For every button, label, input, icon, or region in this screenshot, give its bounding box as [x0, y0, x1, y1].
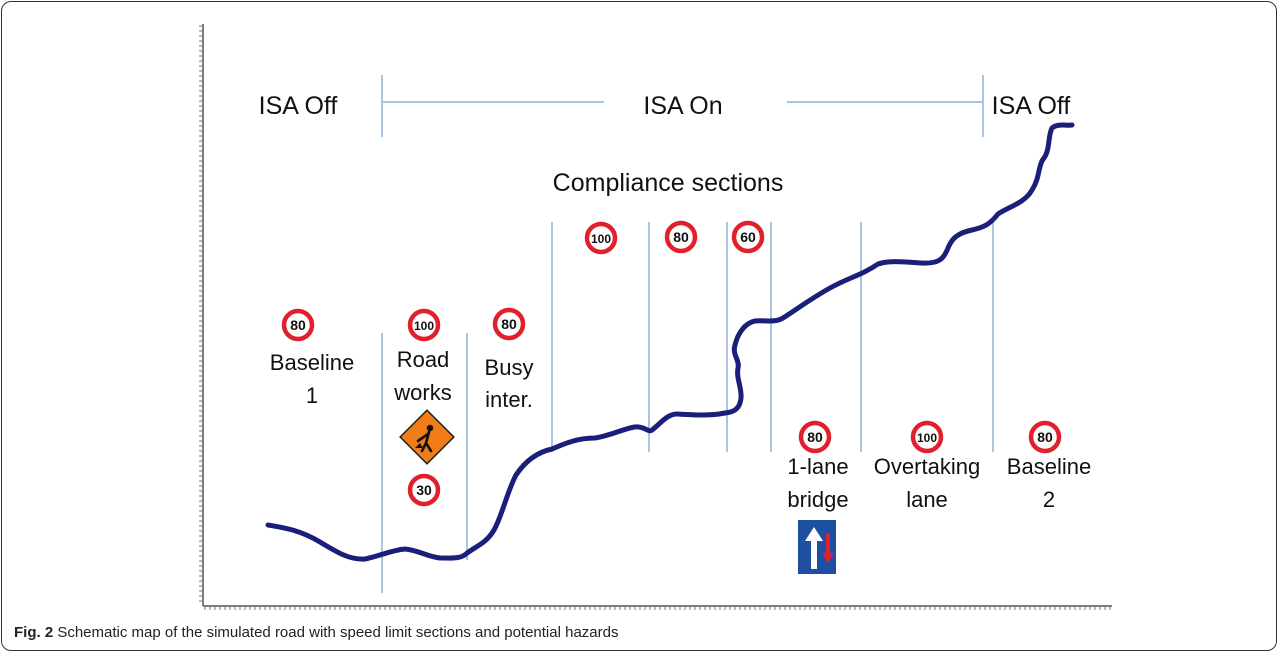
section-label-baseline2-1: Baseline: [1007, 454, 1091, 479]
isa-off-end-label: ISA Off: [992, 92, 1071, 120]
section-label-bridge-2: bridge: [787, 487, 848, 512]
section-label-baseline1-1: Baseline: [270, 350, 354, 375]
speed-limit-sign-c80: 80: [664, 220, 698, 254]
isa-off-start-label: ISA Off: [259, 92, 338, 120]
speed-limit-sign-roadworks-value: 100: [414, 319, 434, 333]
figure-caption: Fig. 2 Schematic map of the simulated ro…: [14, 624, 618, 641]
speed-limit-sign-roadworks: 100: [407, 308, 441, 342]
section-label-roadworks-2: works: [393, 380, 451, 405]
speed-limit-sign-bridge-value: 80: [807, 429, 823, 445]
speed-limit-sign-c100: 100: [584, 221, 618, 255]
speed-limit-sign-roadworks-2: 30: [407, 473, 441, 507]
section-label-baseline1-2: 1: [306, 383, 318, 408]
axes: [199, 24, 1112, 610]
caption-text: Schematic map of the simulated road with…: [53, 624, 619, 641]
speed-limit-sign-overtaking-value: 100: [917, 431, 937, 445]
speed-limit-sign-c60-value: 60: [740, 229, 756, 245]
section-dividers: [381, 222, 994, 593]
speed-limit-sign-bridge: 80: [798, 420, 832, 454]
speed-signs: 80 100 30 80 100 80 60 80 100 80: [281, 220, 1062, 507]
caption-label: Fig. 2: [14, 624, 54, 641]
speed-limit-sign-baseline2-value: 80: [1037, 429, 1053, 445]
speed-limit-sign-c100-value: 100: [591, 232, 611, 246]
section-label-roadworks-1: Road: [397, 347, 450, 372]
speed-limit-sign-baseline1: 80: [281, 308, 315, 342]
section-labels: Baseline 1 Road works Busy inter. 1-lane bridge…: [270, 347, 1091, 512]
speed-limit-sign-overtaking: 100: [910, 420, 944, 454]
section-label-bridge-1: 1-lane: [787, 454, 848, 479]
roadworks-sign-icon: [399, 409, 455, 465]
speed-limit-sign-c80-value: 80: [673, 229, 689, 245]
speed-limit-sign-baseline1-value: 80: [290, 317, 306, 333]
section-label-overtaking-2: lane: [906, 487, 948, 512]
speed-limit-sign-c60: 60: [731, 220, 765, 254]
speed-limit-sign-baseline2: 80: [1028, 420, 1062, 454]
section-label-busy-2: inter.: [485, 387, 533, 412]
one-lane-bridge-sign-icon: [796, 518, 838, 576]
section-label-baseline2-2: 2: [1043, 487, 1055, 512]
road-curve: [265, 122, 1075, 562]
speed-limit-sign-busy-value: 80: [501, 316, 517, 332]
speed-limit-sign-busy: 80: [492, 307, 526, 341]
section-label-overtaking-1: Overtaking: [874, 454, 980, 479]
section-label-busy-1: Busy: [485, 355, 534, 380]
isa-on-label: ISA On: [643, 92, 722, 120]
compliance-title: Compliance sections: [553, 169, 784, 197]
speed-limit-sign-roadworks-2-value: 30: [416, 482, 432, 498]
